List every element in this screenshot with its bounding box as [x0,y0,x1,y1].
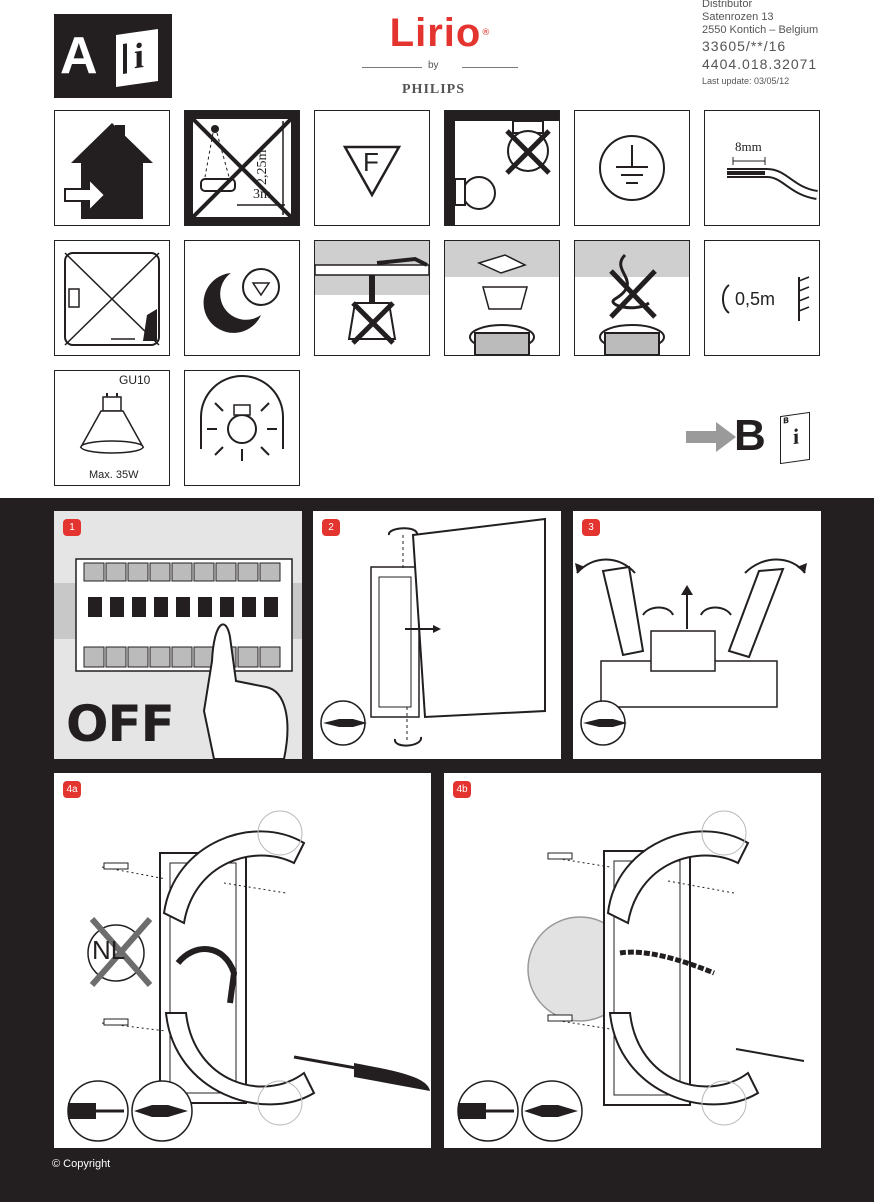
no-chain-mount-icon [574,240,690,356]
no-cable-through-icon [314,240,430,356]
step-1-badge: 1 [63,519,81,536]
lamp-type-label: GU10 [119,373,151,387]
manual-b-booklet-icon: B i [780,411,810,465]
distributor-label: Distributor [702,0,753,10]
maker-name: PHILIPS [402,82,466,97]
min-distance-label: 0,5m [735,289,776,309]
registered-mark: ® [481,28,491,38]
step-3-badge: 3 [582,519,600,536]
f-mark-icon: F [314,110,430,226]
step-3-panel: 3 [573,511,821,759]
booklet-info-glyph: i [134,35,145,77]
brand-name: Lirio [389,11,482,55]
manual-letter: A [60,27,98,85]
step-1-panel: 1 OFF [54,511,302,759]
address-line-1: Satenrozen 13 [702,11,774,23]
class-i-earth-icon [54,240,170,356]
screwdriver-mini-icon [123,43,127,74]
min-distance-icon: 0,5m [704,240,820,356]
step-2-badge: 2 [322,519,340,536]
off-label: OFF [66,695,175,753]
see-manual-b: B B i [686,408,816,472]
manual-b-small-letter: B [783,415,790,426]
bath-distance-label: 3m [253,187,271,202]
product-code: 33605/**/16 [702,38,787,54]
lamp-night-icon [184,240,300,356]
manual-b-letter: B [734,411,766,460]
manual-b-info-glyph: i [793,423,800,450]
nl-label: NL [92,935,126,965]
indoor-use-icon [54,110,170,226]
brand-logo: Lirio® by PHILIPS [362,8,518,98]
divider-right [462,67,518,68]
step-4b-badge: 4b [453,781,471,798]
bath-height-label: 2,25m [255,149,270,185]
wire-strip-icon: 8mm [704,110,820,226]
step-4b-panel: 4b [444,773,821,1148]
bathroom-zone-icon: 2,25m 3m [184,110,300,226]
max-power-label: Max. 35W [89,469,139,481]
copyright-text: © Copyright [52,1158,111,1170]
step-2-panel: 2 [313,511,561,759]
f-mark-letter: F [363,147,379,177]
step-4a-badge: 4a [63,781,81,798]
gu10-lamp-icon: GU10 Max. 35W [54,370,170,486]
instruction-steps-area: 1 OFF 2 [0,498,874,1202]
by-text: by [428,60,439,71]
address-line-2: 2550 Kontich – Belgium [702,24,819,36]
divider-left [362,67,422,68]
distributor-block: Distributor Satenrozen 13 2550 Kontich –… [702,0,872,89]
no-ceiling-mount-icon [444,110,560,226]
ceiling-box-mount-icon [444,240,560,356]
ground-symbol-icon [574,110,690,226]
replaceable-lamp-icon [184,370,300,486]
arrow-right-icon [686,422,736,452]
manual-a-logo: A i [54,14,172,98]
last-update: Last update: 03/05/12 [702,76,790,86]
step-4a-panel: 4a NL [54,773,431,1148]
booklet-icon: i [116,29,158,87]
wire-strip-length: 8mm [735,139,762,154]
article-number: 4404.018.32071 [702,56,818,72]
